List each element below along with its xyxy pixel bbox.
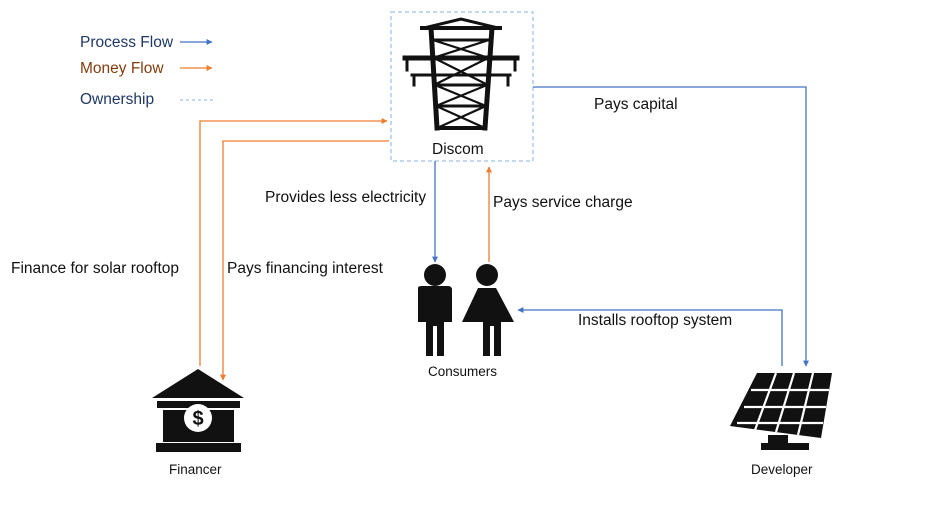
svg-text:$: $	[192, 408, 203, 430]
pays-capital-label: Pays capital	[594, 96, 678, 113]
pays-financing-interest-label: Pays financing interest	[227, 260, 383, 277]
pays-service-charge-label: Pays service charge	[493, 194, 633, 211]
installs-rooftop-system-arrow	[517, 307, 783, 366]
consumers-label: Consumers	[428, 364, 498, 379]
provides-less-electricity-label: Provides less electricity	[265, 189, 427, 206]
legend-ownership: Ownership	[80, 91, 155, 108]
discom-label: Discom	[432, 141, 484, 158]
developer-label: Developer	[751, 462, 813, 477]
legend-money-flow: Money Flow	[80, 60, 164, 77]
finance-for-solar-rooftop-arrow	[199, 118, 388, 366]
bank-dollar-icon: $	[152, 369, 244, 452]
people-icon	[418, 264, 514, 356]
transmission-tower-icon	[402, 17, 520, 131]
finance-for-solar-rooftop-label: Finance for solar rooftop	[11, 260, 180, 277]
financer-label: Financer	[169, 462, 222, 477]
solar-panel-icon	[730, 372, 832, 450]
legend-process-flow: Process Flow	[80, 34, 174, 51]
installs-rooftop-system-label: Installs rooftop system	[578, 312, 733, 329]
discom-ownership-box	[390, 11, 534, 162]
pays-capital-arrow	[533, 86, 809, 367]
pays-financing-interest-arrow	[220, 140, 389, 381]
